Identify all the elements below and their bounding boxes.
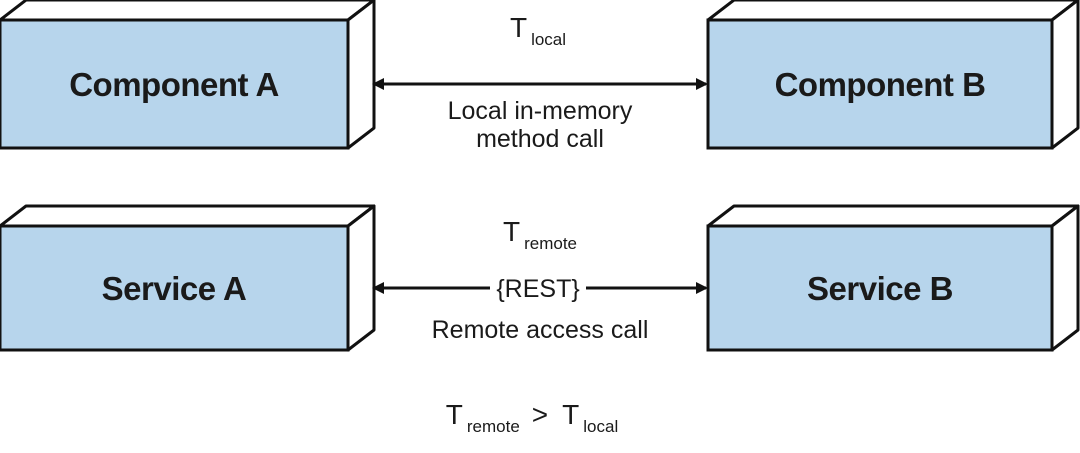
component-b-label: Component B (775, 66, 986, 103)
service-a-label: Service A (102, 270, 247, 307)
service-a-side-face (346, 204, 376, 352)
service-a-box: Service A (0, 204, 376, 352)
service-b-front-face (706, 224, 1054, 352)
comparison-left-symbol: T (446, 399, 463, 430)
component-a-box: Component A (0, 0, 376, 150)
service-a-front-face (0, 224, 350, 352)
t-remote-subscript: remote (524, 234, 577, 253)
comparison-right-symbol: T (562, 399, 579, 430)
service-a-top-face (0, 204, 376, 228)
local-call-caption-line2: method call (476, 125, 604, 153)
t-local-symbol: T (510, 12, 527, 43)
component-b-top-face (706, 0, 1080, 22)
comparison-right-subscript: local (583, 417, 618, 436)
component-b-front-face (706, 18, 1054, 150)
component-b-box: Component B (706, 0, 1080, 150)
component-a-top-face (0, 0, 376, 22)
comparison-operator: > (532, 399, 548, 430)
component-b-side-face (1050, 0, 1080, 150)
rest-protocol-label: {REST} (496, 275, 579, 303)
service-b-top-face (706, 204, 1080, 228)
remote-call-caption: Remote access call (432, 316, 649, 344)
comparison-left-subscript: remote (467, 417, 520, 436)
component-a-side-face (346, 0, 376, 150)
t-local-subscript: local (531, 30, 566, 49)
service-b-label: Service B (807, 270, 953, 307)
local-call-caption-line1: Local in-memory (448, 97, 633, 125)
service-b-side-face (1050, 204, 1080, 352)
t-remote-symbol: T (503, 216, 520, 247)
component-a-front-face (0, 18, 350, 150)
service-b-box: Service B (706, 204, 1080, 352)
component-a-label: Component A (69, 66, 279, 103)
